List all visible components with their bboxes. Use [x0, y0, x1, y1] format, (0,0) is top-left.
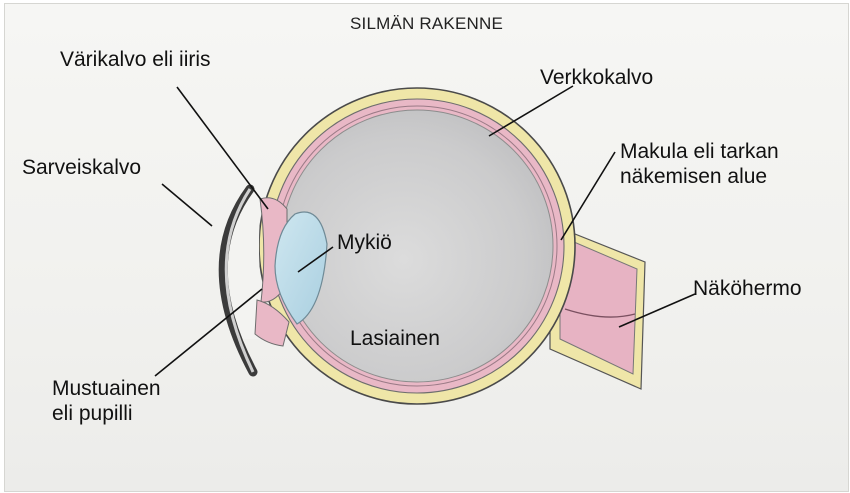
- label-iris: Värikalvo eli iiris: [60, 48, 211, 72]
- leader-macula: [561, 152, 615, 240]
- label-retina: Verkkokalvo: [540, 66, 653, 90]
- label-pupil-line1: Mustuainen: [52, 377, 161, 401]
- label-optic-nerve: Näköhermo: [693, 277, 802, 301]
- drawing-paper: SILMÄN RAKENNE: [4, 3, 849, 492]
- leader-cornea: [162, 184, 212, 226]
- leader-retina: [489, 86, 573, 136]
- label-lens: Mykiö: [337, 231, 392, 255]
- label-pupil-line2: eli pupilli: [52, 402, 133, 426]
- label-vitreous: Lasiainen: [350, 327, 440, 351]
- label-cornea: Sarveiskalvo: [22, 156, 141, 180]
- label-macula-line2: näkemisen alue: [620, 165, 767, 189]
- label-macula-line1: Makula eli tarkan: [620, 140, 779, 164]
- leader-iris: [177, 87, 268, 209]
